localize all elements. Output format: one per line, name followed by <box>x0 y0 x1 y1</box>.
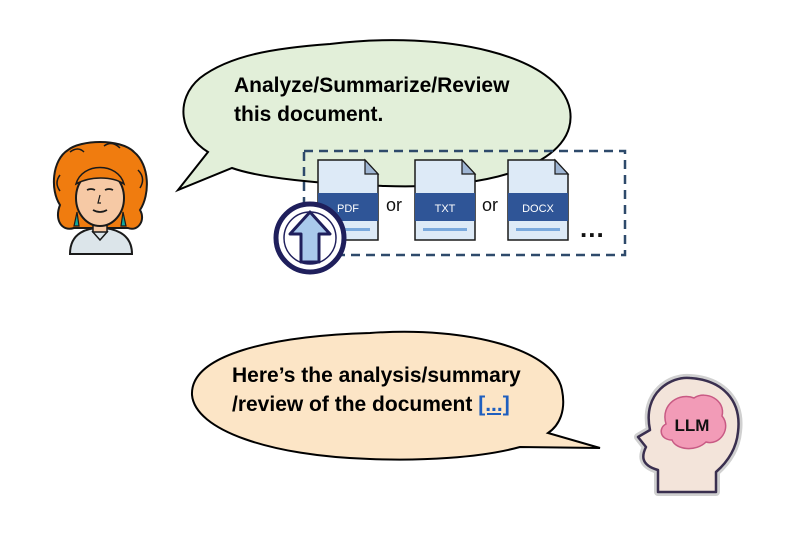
docx-document-icon <box>507 158 570 241</box>
reply-expand-link[interactable]: [...] <box>478 393 510 416</box>
or-separator-1: or <box>386 195 403 215</box>
upload-icon[interactable] <box>273 201 347 275</box>
user-request-line-1: Analyze/Summarize/Review <box>234 74 510 97</box>
reply-speech-bubble <box>190 330 601 461</box>
pdf-label: PDF <box>337 203 359 215</box>
llm-reply-line-2-text: /review of the document <box>232 393 473 416</box>
llm-label: LLM <box>675 416 710 435</box>
or-separator-2: or <box>482 195 499 215</box>
llm-head-icon <box>634 373 743 496</box>
user-request-text: Analyze/Summarize/Review this document. <box>234 71 554 129</box>
more-file-types-ellipsis: ... <box>580 213 605 243</box>
txt-document-icon <box>414 158 477 241</box>
user-request-line-2: this document. <box>234 103 384 126</box>
llm-reply-text: Here’s the analysis/summary /review of t… <box>232 361 552 419</box>
llm-reply-line-1: Here’s the analysis/summary <box>232 364 521 387</box>
txt-label: TXT <box>435 203 456 215</box>
docx-label: DOCX <box>522 203 554 215</box>
user-avatar <box>52 141 148 255</box>
llm-reply-line-2: /review of the document [...] <box>232 390 552 419</box>
